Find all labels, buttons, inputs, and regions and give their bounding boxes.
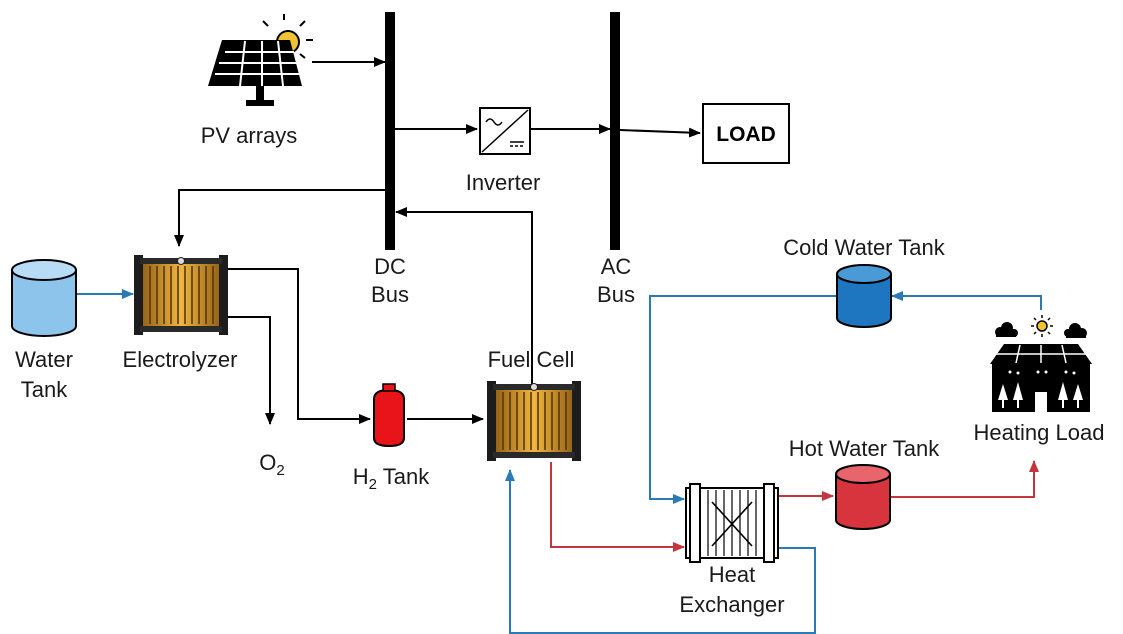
water-tank-icon bbox=[11, 259, 77, 337]
inverter-label: Inverter bbox=[466, 170, 541, 195]
dc-bus-label-line2: Bus bbox=[371, 282, 409, 307]
hot-tank-to-heating-load-arrow bbox=[890, 460, 1039, 498]
dc-bus-label-line1: DC bbox=[374, 254, 406, 279]
electrolyzer-label: Electrolyzer bbox=[123, 347, 238, 372]
pv-arrays-label: PV arrays bbox=[201, 123, 298, 148]
ac-bus-bar bbox=[610, 12, 620, 250]
electrolyzer-stack-icon bbox=[133, 254, 229, 336]
heating-load-to-cold-tank-arrow bbox=[891, 291, 1042, 310]
heat-exchanger-icon bbox=[685, 483, 779, 563]
heat-exchanger-label-line2: Exchanger bbox=[679, 592, 784, 617]
cloud-icon bbox=[1064, 323, 1087, 338]
load-box bbox=[702, 103, 790, 164]
fuel-cell-stack-icon bbox=[486, 380, 582, 462]
heating-load-label: Heating Load bbox=[974, 420, 1105, 445]
dc-bus-bar bbox=[385, 12, 395, 250]
ac-to-load-arrow bbox=[619, 127, 701, 138]
h2-tank-label: H2 Tank bbox=[353, 464, 430, 493]
pv-array-icon bbox=[208, 14, 313, 106]
water-tank-label-line1: Water bbox=[15, 347, 73, 372]
ac-bus-label-line1: AC bbox=[601, 254, 632, 279]
fuel-cell-to-dc-arrow bbox=[395, 207, 533, 384]
electrolyzer-to-h2-arrow bbox=[228, 268, 371, 424]
ac-bus-label-line2: Bus bbox=[597, 282, 635, 307]
heat-exchanger-to-fuel-cell-return-arrow bbox=[505, 469, 816, 634]
cold-water-tank-label: Cold Water Tank bbox=[783, 235, 945, 260]
fuel-cell-to-heat-exchanger-arrow bbox=[550, 462, 685, 552]
cold-water-tank-icon bbox=[836, 264, 892, 328]
cloud-icon bbox=[995, 322, 1018, 337]
heating-load-house-icon bbox=[990, 315, 1092, 412]
heat-exchanger-label-line1: Heat bbox=[709, 562, 755, 587]
inverter-icon bbox=[479, 107, 531, 155]
sun-icon bbox=[1031, 315, 1053, 337]
fuel-cell-label: Fuel Cell bbox=[488, 347, 575, 372]
dc-to-electrolyzer-arrow bbox=[174, 189, 385, 247]
hot-water-tank-label: Hot Water Tank bbox=[789, 436, 940, 461]
h2-tank-icon bbox=[373, 383, 405, 448]
water-tank-label-line2: Tank bbox=[21, 377, 68, 402]
electrolyzer-to-o2-arrow bbox=[228, 316, 275, 425]
cold-tank-to-heat-exchanger-arrow bbox=[649, 295, 836, 504]
hot-water-tank-icon bbox=[835, 464, 891, 530]
load-label: LOAD bbox=[716, 123, 776, 146]
o2-label: O2 bbox=[259, 450, 284, 479]
